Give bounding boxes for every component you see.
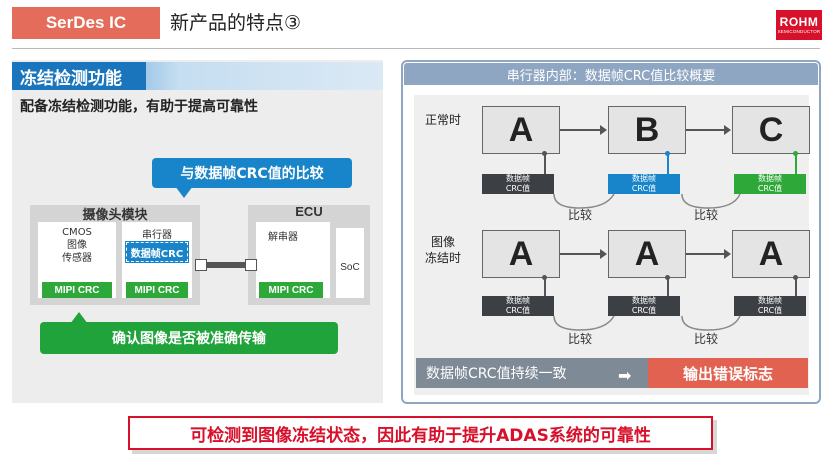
frame-box: A xyxy=(608,230,686,278)
callout-pointer xyxy=(175,186,193,198)
compare-arc xyxy=(681,315,741,331)
connector-dot xyxy=(542,151,547,156)
connector-icon xyxy=(195,259,207,271)
section-badge: SerDes IC xyxy=(12,7,160,39)
crc-consistent-bar: 数据帧CRC值持续一致 xyxy=(416,358,648,388)
camera-module-label: 摄像头模块 xyxy=(82,208,148,223)
connector-dot xyxy=(665,151,670,156)
mipi-crc-serializer: MIPI CRC xyxy=(126,282,188,298)
crc-line: 数据帧 xyxy=(506,296,530,305)
crc-line: CRC值 xyxy=(757,306,783,315)
serializer-frame-crc: 数据帧CRC xyxy=(125,241,189,263)
arrow-right-icon xyxy=(724,249,731,259)
header-divider xyxy=(12,48,820,49)
compare-label: 比较 xyxy=(694,332,719,346)
connector-icon xyxy=(245,259,257,271)
compare-arc xyxy=(681,193,741,209)
crc-connector xyxy=(667,278,669,296)
normal-row-label: 正常时 xyxy=(424,113,461,127)
frozen-label-line: 图像 xyxy=(430,235,455,249)
ecu-label: ECU xyxy=(295,204,323,219)
callout-pointer xyxy=(70,312,88,324)
connector-dot xyxy=(793,151,798,156)
page-title: 新产品的特点③ xyxy=(170,12,302,34)
crc-line: 数据帧 xyxy=(632,174,656,183)
crc-line: CRC值 xyxy=(505,306,531,315)
compare-arcs xyxy=(553,193,741,209)
compare-label: 比较 xyxy=(694,208,719,222)
compare-label: 比较 xyxy=(568,332,593,346)
crc-line: CRC值 xyxy=(631,306,657,315)
logo-sub-text: SEMICONDUCTOR xyxy=(777,28,821,34)
crc-line: 数据帧 xyxy=(758,296,782,305)
arrow-right-icon xyxy=(600,249,607,259)
soc-label: SoC xyxy=(340,262,360,273)
arrow-line xyxy=(560,129,600,131)
soc-box xyxy=(336,228,364,298)
cmos-line: CMOS xyxy=(62,227,92,238)
crc-line: 数据帧 xyxy=(506,174,530,183)
right-panel-title: 串行器内部：数据帧CRC值比较概要 xyxy=(404,63,818,85)
mipi-crc-deserializer: MIPI CRC xyxy=(259,282,323,298)
crc-compare-callout: 与数据帧CRC值的比较 xyxy=(152,158,352,188)
arrow-line xyxy=(686,253,724,255)
frame-box: A xyxy=(732,230,810,278)
logo-main-text: ROHM xyxy=(779,14,819,29)
verify-image-callout: 确认图像是否被准确传输 xyxy=(40,322,338,354)
arrow-right-icon xyxy=(600,125,607,135)
cmos-line: 传感器 xyxy=(62,253,92,264)
cmos-sensor-label: CMOS 图像 传感器 xyxy=(38,226,116,265)
connector-dot xyxy=(665,275,670,280)
crc-connector xyxy=(795,278,797,296)
frame-box: C xyxy=(732,106,810,154)
arrow-line xyxy=(686,129,724,131)
connector-dot xyxy=(793,275,798,280)
crc-connector xyxy=(667,154,669,174)
frame-box: A xyxy=(482,106,560,154)
crc-line: 数据帧 xyxy=(632,296,656,305)
deserializer-label: 解串器 xyxy=(268,232,298,243)
frame-box: A xyxy=(482,230,560,278)
crc-connector xyxy=(795,154,797,174)
compare-arc xyxy=(553,193,615,209)
compare-arc xyxy=(553,315,615,331)
left-title: 冻结检测功能 xyxy=(12,62,146,90)
mipi-crc-sensor: MIPI CRC xyxy=(42,282,112,298)
left-subtitle: 配备冻结检测功能，有助于提高可靠性 xyxy=(20,99,258,115)
crc-connector xyxy=(544,154,546,174)
frame-box: B xyxy=(608,106,686,154)
compare-label: 比较 xyxy=(568,208,593,222)
cable-line xyxy=(207,262,245,268)
frozen-label-line: 冻结时 xyxy=(424,251,461,265)
crc-line: 数据帧 xyxy=(758,174,782,183)
crc-line: CRC值 xyxy=(505,184,531,193)
cmos-line: 图像 xyxy=(67,240,87,251)
arrow-right-icon: ➡ xyxy=(618,366,632,385)
rohm-logo: ROHM SEMICONDUCTOR xyxy=(776,10,822,40)
serializer-label: 串行器 xyxy=(142,230,172,241)
arrow-line xyxy=(560,253,600,255)
compare-arcs xyxy=(553,315,741,331)
frozen-row-label: 图像 冻结时 xyxy=(414,234,472,266)
crc-line: CRC值 xyxy=(631,184,657,193)
connector-dot xyxy=(542,275,547,280)
footer-banner: 可检测到图像冻结状态，因此有助于提升ADAS系统的可靠性 xyxy=(128,416,713,450)
error-flag-bar: 输出错误标志 xyxy=(648,358,808,388)
crc-line: CRC值 xyxy=(757,184,783,193)
arrow-right-icon xyxy=(724,125,731,135)
crc-connector xyxy=(544,278,546,296)
